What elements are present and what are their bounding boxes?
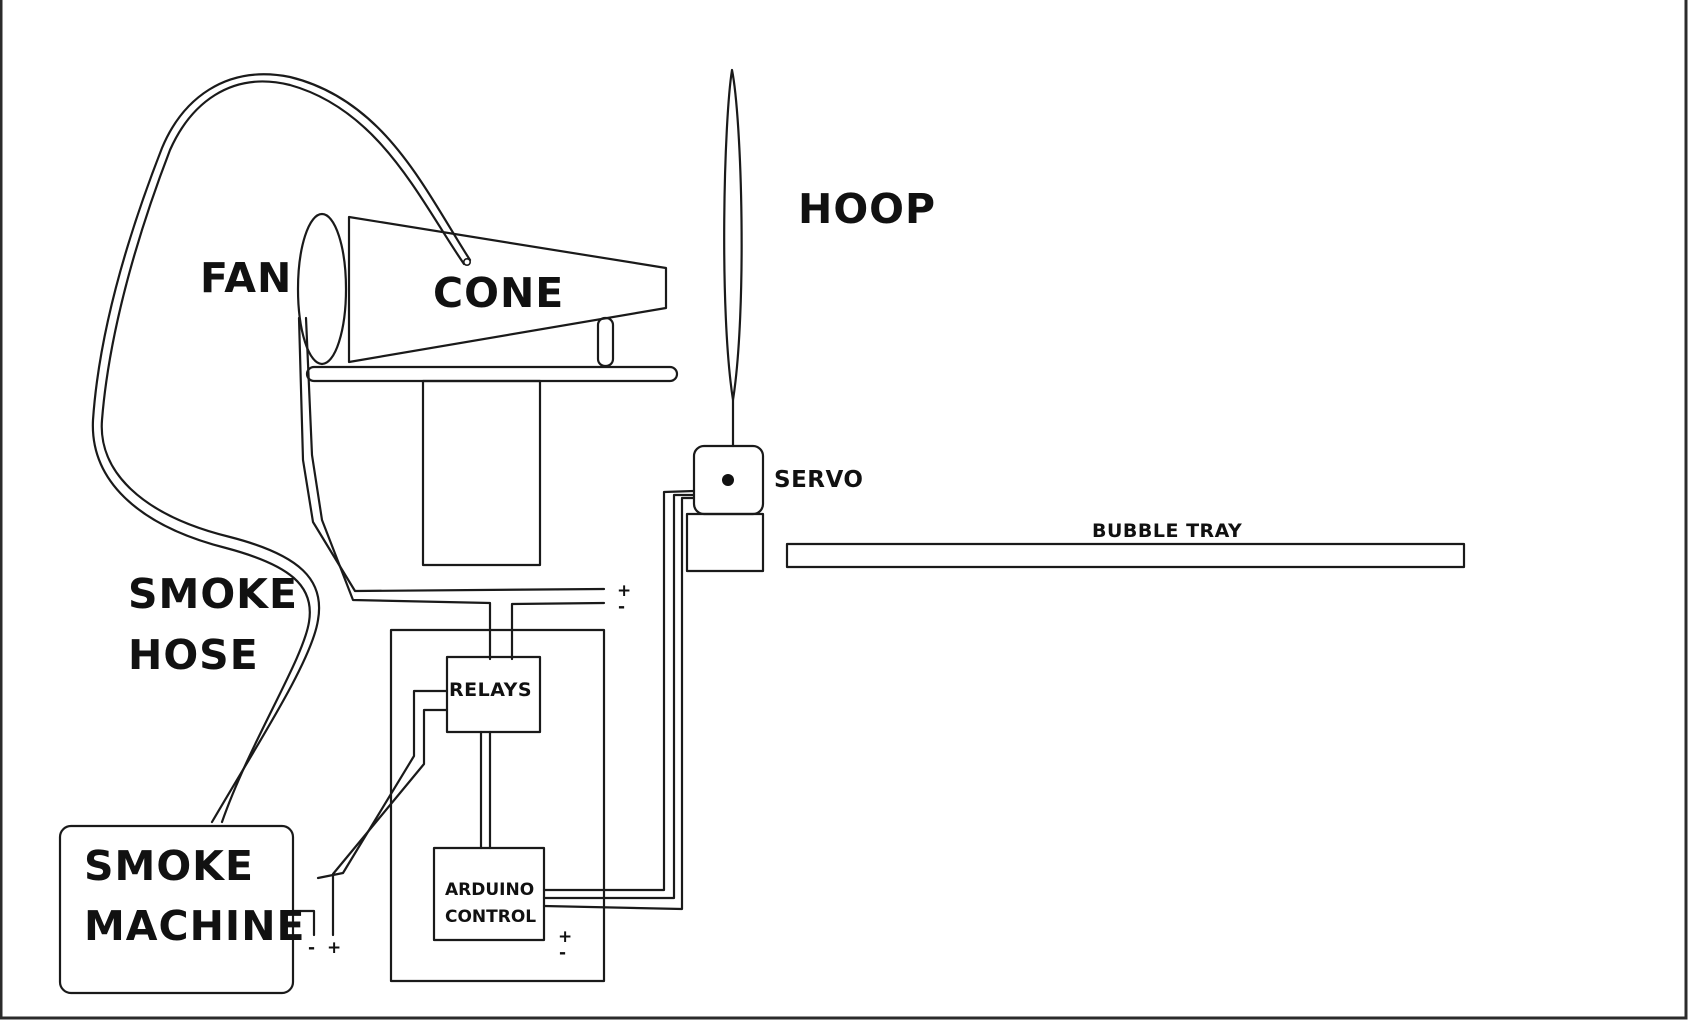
fan-wires — [297, 316, 606, 661]
fan-shape — [296, 212, 348, 366]
fan-minus-terminal: - — [618, 597, 625, 617]
smoke-machine-box — [58, 824, 295, 995]
cone-label: CONE — [433, 269, 564, 317]
arduino-minus-terminal: - — [559, 943, 566, 963]
servo-label: SERVO — [774, 467, 863, 493]
relays-box — [445, 655, 542, 734]
hoop-label: HOOP — [798, 185, 936, 233]
bubble-tray — [785, 542, 1466, 569]
arduino-label-line2: CONTROL — [445, 907, 536, 927]
smoke-machine-plus-terminal: + — [327, 938, 341, 958]
relay-arduino-wires — [479, 730, 492, 850]
smoke-hose — [91, 73, 472, 824]
servo-shaft — [722, 474, 734, 486]
relays-label: RELAYS — [449, 679, 532, 701]
arduino-plus-terminal: + — [558, 927, 572, 947]
smoke-hose-label-line1: SMOKE — [128, 570, 298, 618]
stand — [421, 379, 542, 567]
fan-plus-terminal: + — [617, 581, 631, 601]
arduino-servo-wires — [542, 489, 696, 911]
servo-mount — [685, 512, 765, 573]
smoke-machine-label-line1: SMOKE — [84, 842, 254, 890]
shelf — [305, 365, 679, 383]
fan-label: FAN — [200, 254, 292, 302]
smoke-machine-minus-terminal: - — [308, 938, 315, 958]
smoke-machine-label-line2: MACHINE — [84, 902, 306, 950]
smoke-hose-label-line2: HOSE — [128, 631, 259, 679]
cone-shape — [347, 215, 668, 364]
relay-smoke-wires — [292, 689, 449, 937]
hoop-shape — [723, 68, 743, 402]
arduino-label-line1: ARDUINO — [445, 880, 534, 900]
cone-support-post — [596, 316, 615, 368]
bubble-tray-label: BUBBLE TRAY — [1092, 520, 1242, 542]
